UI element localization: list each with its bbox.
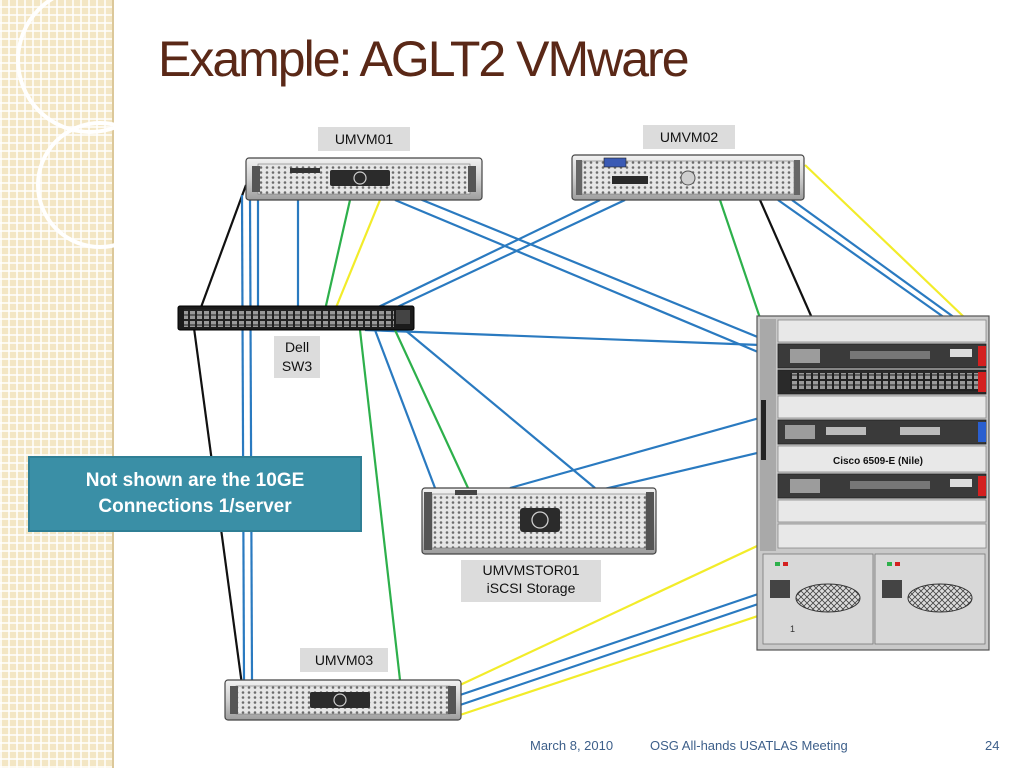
- label-umvm02: UMVM02: [660, 129, 719, 145]
- server-umvm01: [245, 157, 483, 201]
- links-blue: [240, 193, 956, 707]
- switch-cisco-6509: 1: [756, 315, 990, 651]
- link-umvm01-umvm03-a: [240, 194, 246, 681]
- link-umvm03-cisco-yellow-b: [459, 610, 771, 717]
- dell-logo-icon: [531, 511, 549, 529]
- link-umvm03-cisco-b: [459, 598, 771, 707]
- link-umvm01-umvm03-b: [248, 194, 254, 681]
- link-sw3-storage-a: [373, 329, 437, 489]
- footer-meeting: OSG All-hands USATLAS Meeting: [650, 738, 848, 753]
- link-umvm01-cisco-b: [409, 193, 766, 342]
- link-sw3-cisco: [364, 328, 761, 347]
- callout-line1: Not shown are the 10GE: [85, 470, 305, 491]
- storage-umvmstor01: [421, 487, 657, 555]
- link-umvm03-cisco-a: [459, 588, 771, 697]
- footer-date: March 8, 2010: [530, 738, 614, 753]
- label-dell-sw3-line1: Dell: [285, 339, 309, 355]
- link-umvm02-cisco-green: [718, 199, 762, 319]
- link-sw3-umvm03-green: [358, 329, 402, 681]
- footer-page-number: 24: [985, 738, 1000, 753]
- label-dell-sw3-line2: SW3: [282, 358, 313, 374]
- side-decorative-arcs: [16, 0, 160, 249]
- links-green: [323, 199, 762, 681]
- link-storage-cisco-a: [509, 413, 771, 490]
- server-umvm03: [224, 679, 462, 721]
- link-umvm02-sw3-a: [367, 199, 601, 313]
- label-storage-line2: iSCSI Storage: [487, 580, 576, 596]
- link-umvm02-cisco-b: [791, 199, 956, 319]
- link-umvm02-sw3-b: [379, 199, 626, 316]
- link-storage-cisco-b: [599, 448, 771, 492]
- label-storage-box: [461, 560, 601, 602]
- label-umvm01: UMVM01: [335, 131, 394, 147]
- side-pattern: [0, 0, 114, 768]
- link-umvm01-sw3-green: [323, 199, 352, 311]
- label-umvm03-box: [300, 648, 388, 672]
- links-black: [192, 184, 814, 686]
- link-umvm01-cisco-a: [394, 198, 759, 354]
- label-storage-line1: UMVMSTOR01: [483, 562, 580, 578]
- slide-title: Example: AGLT2 VMware: [158, 31, 690, 87]
- server-umvm02: [571, 154, 805, 201]
- dell-logo-icon: [333, 693, 347, 707]
- label-umvm01-box: [318, 127, 410, 151]
- switch-dell-sw3: [177, 305, 415, 331]
- link-umvm03-cisco-yellow-a: [459, 539, 771, 686]
- cisco-psu-number: 1: [790, 624, 795, 634]
- dell-logo-icon: [353, 171, 367, 185]
- link-umvm02-to-cisco: [758, 199, 814, 319]
- label-cisco: Cisco 6509-E (Nile): [833, 456, 923, 467]
- label-umvm02-box: [643, 125, 735, 149]
- callout-line2: Connections 1/server: [98, 496, 292, 517]
- link-umvm01-sw3-yellow: [333, 199, 382, 311]
- dell-logo-icon: [680, 170, 696, 186]
- link-sw3-storage-b: [404, 329, 596, 489]
- link-sw3-storage-green: [394, 329, 469, 489]
- callout-note: Not shown are the 10GE Connections 1/ser…: [28, 456, 362, 532]
- label-umvm03: UMVM03: [315, 652, 374, 668]
- label-dell-sw3-box: [274, 336, 320, 378]
- link-umvm02-cisco-a: [777, 199, 946, 319]
- link-umvm01-to-sw3: [198, 184, 248, 311]
- link-umvm02-cisco-yellow: [804, 164, 966, 319]
- links-yellow: [333, 164, 966, 717]
